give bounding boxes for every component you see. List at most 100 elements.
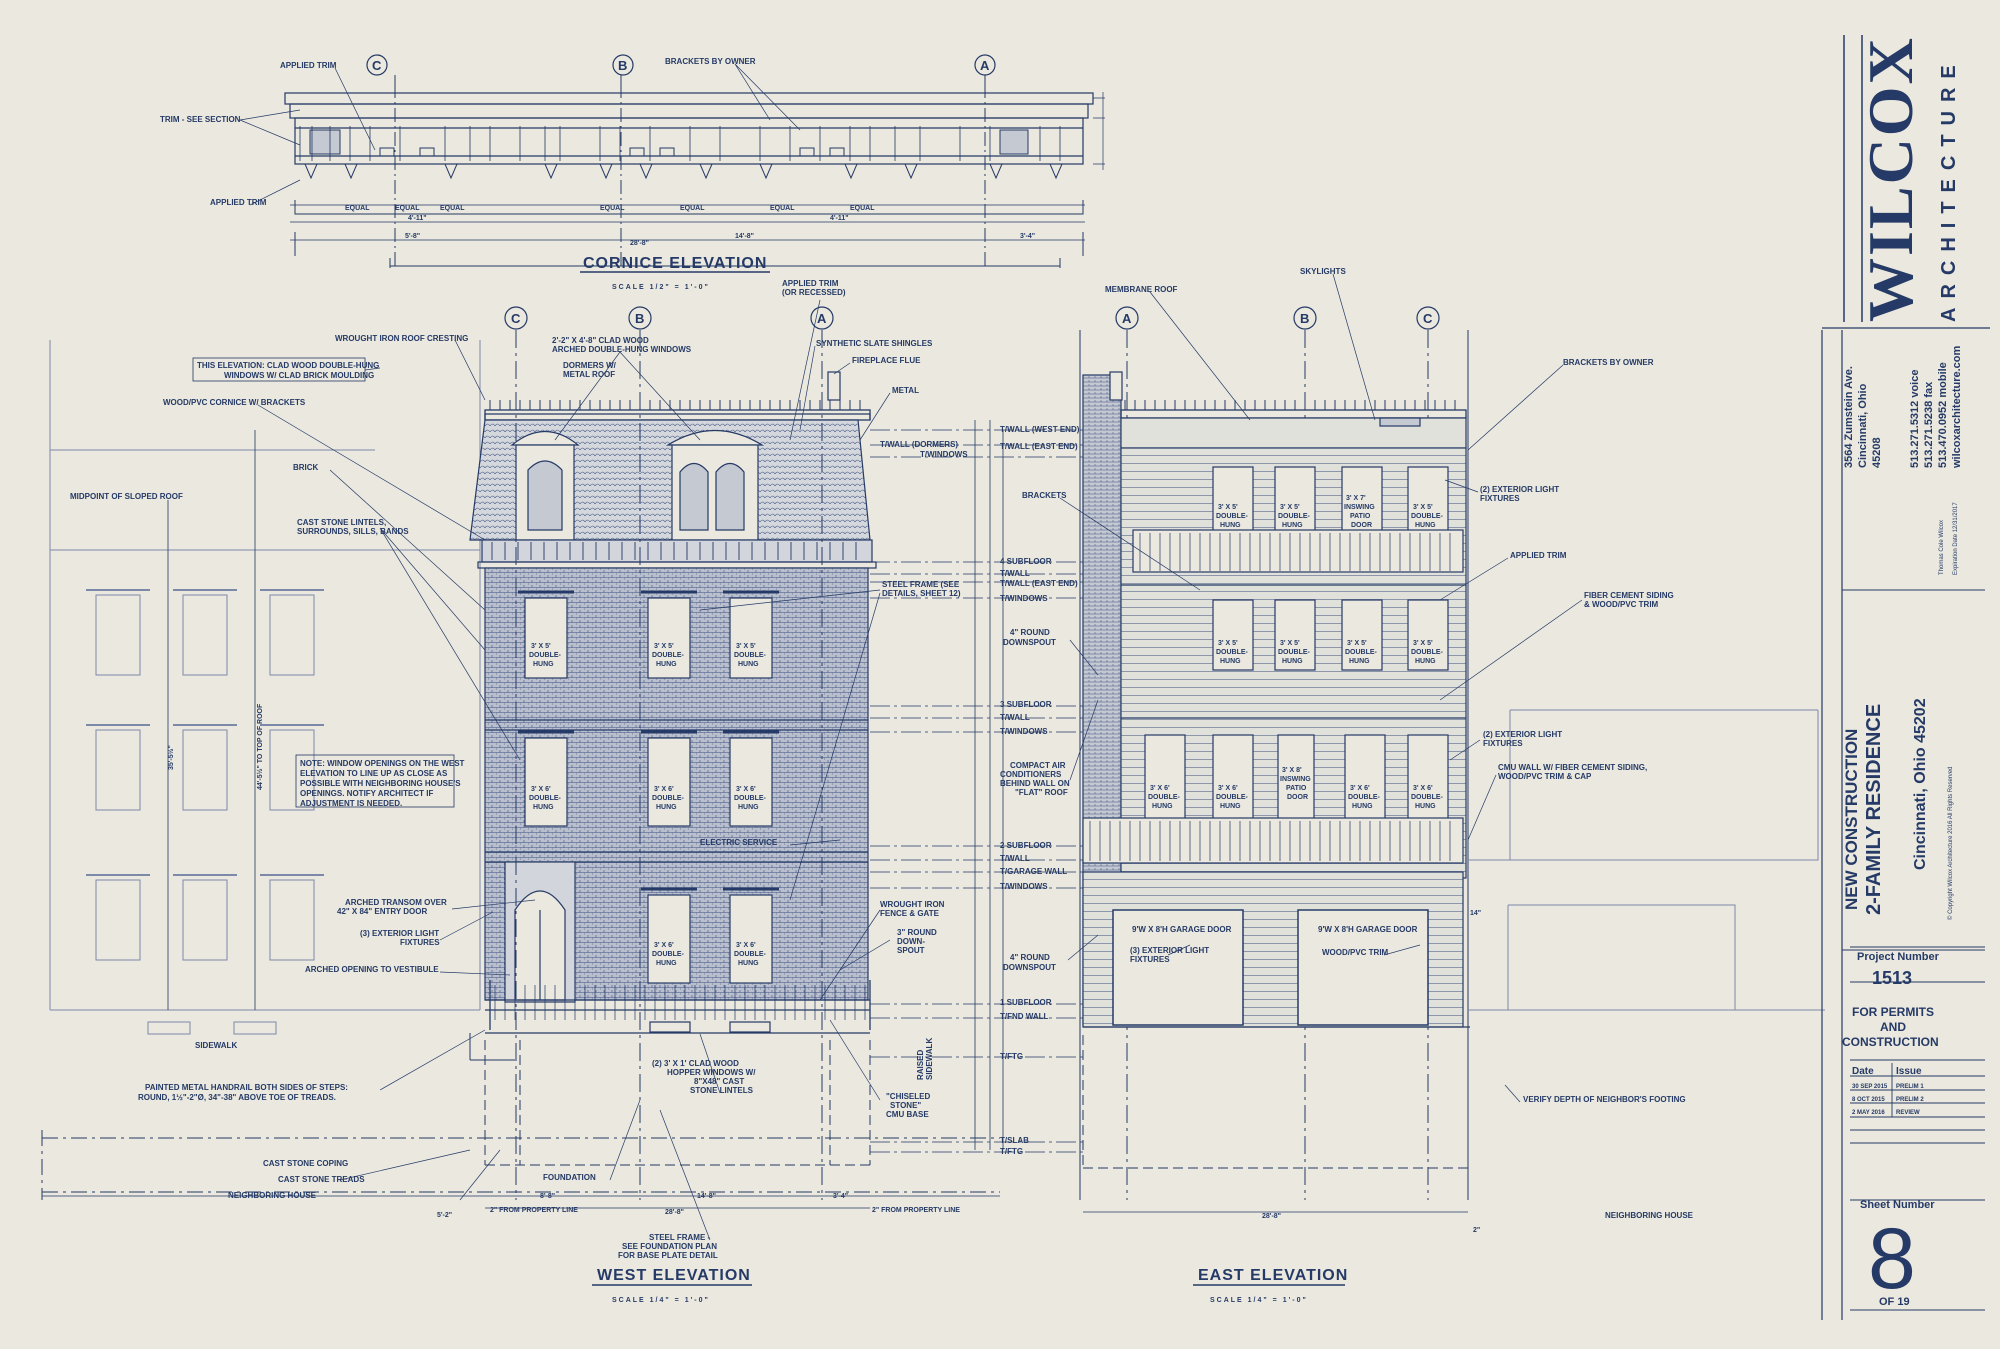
svg-text:DOOR: DOOR: [1287, 794, 1308, 801]
cornice-dim-mid: 14'-8": [735, 233, 754, 240]
svg-text:T/GARAGE WALL: T/GARAGE WALL: [1000, 867, 1067, 876]
svg-text:3' X 6': 3' X 6': [1413, 785, 1433, 792]
cornice-dim-total: 28'-8": [630, 240, 649, 247]
west-note-fence-1: WROUGHT IRON: [880, 900, 945, 909]
west-note-hopper-1: (2) 3' X 1' CLAD WOOD: [652, 1059, 739, 1068]
svg-text:HUNG: HUNG: [1349, 658, 1370, 665]
svg-text:HUNG: HUNG: [1352, 803, 1373, 810]
svg-text:3' X 5': 3' X 5': [1280, 504, 1300, 511]
svg-text:T/WINDOWS: T/WINDOWS: [1000, 727, 1048, 736]
svg-text:HUNG: HUNG: [738, 960, 759, 967]
svg-text:3' X 5': 3' X 5': [1347, 640, 1367, 647]
west-note-transom-1: ARCHED TRANSOM OVER: [345, 898, 447, 907]
svg-text:PATIO: PATIO: [1350, 513, 1371, 520]
svg-text:3' X 6': 3' X 6': [1350, 785, 1370, 792]
cornice-dim-equal-5: EQUAL: [680, 205, 705, 212]
svg-text:DOUBLE-: DOUBLE-: [1216, 513, 1249, 520]
east-note-light-4: FIXTURES: [1483, 739, 1523, 748]
west-grid-b: B: [635, 311, 644, 326]
west-note-lintels-1: CAST STONE LINTELS,: [297, 518, 386, 527]
cornice-grid-a: A: [980, 58, 990, 73]
west-dim-2prop-r: 2" FROM PROPERTY LINE: [872, 1207, 960, 1214]
west-elevation: [41, 306, 1000, 1209]
svg-text:HUNG: HUNG: [533, 804, 554, 811]
svg-text:HUNG: HUNG: [656, 960, 677, 967]
west-note-line-3: POSSIBLE WITH NEIGHBORING HOUSE'S: [300, 779, 461, 788]
west-note-light-1: (3) EXTERIOR LIGHT: [360, 929, 439, 938]
east-note-neighbor: NEIGHBORING HOUSE: [1605, 1211, 1694, 1220]
east-note-fiber-1: FIBER CEMENT SIDING: [1584, 591, 1674, 600]
svg-text:3' X 5': 3' X 5': [1413, 640, 1433, 647]
east-grid-c: C: [1423, 311, 1433, 326]
svg-text:DOOR: DOOR: [1351, 522, 1372, 529]
west-note-handrail-2: ROUND, 1½"-2"Ø, 34"-38" ABOVE TOE OF TRE…: [138, 1093, 336, 1102]
west-note-clad-1: 2'-2" X 4'-8" CLAD WOOD: [552, 336, 649, 345]
west-note-downspout-3: SPOUT: [897, 946, 925, 955]
west-entry-door: [504, 861, 576, 1003]
svg-text:3' X 5': 3' X 5': [736, 643, 756, 650]
svg-text:PRELIM 1: PRELIM 1: [1896, 1084, 1924, 1090]
svg-text:HUNG: HUNG: [1282, 522, 1303, 529]
svg-text:DOUBLE-: DOUBLE-: [734, 652, 767, 659]
east-note-light-1: (2) EXTERIOR LIGHT: [1480, 485, 1559, 494]
east-grid-b: B: [1300, 311, 1309, 326]
svg-text:T/WINDOWS: T/WINDOWS: [1000, 594, 1048, 603]
east-dim-288: 28'-8": [1262, 1213, 1281, 1220]
west-note-coping: CAST STONE COPING: [263, 1159, 348, 1168]
svg-text:Date: Date: [1852, 1066, 1874, 1077]
west-note-trim-1: APPLIED TRIM: [782, 279, 839, 288]
svg-text:DOUBLE-: DOUBLE-: [1216, 794, 1249, 801]
west-note-cresting: WROUGHT IRON ROOF CRESTING: [335, 334, 468, 343]
project-number: 1513: [1872, 968, 1912, 988]
svg-text:513.470.0952 mobile: 513.470.0952 mobile: [1937, 362, 1949, 468]
west-note-steel-1: STEEL FRAME (SEE: [882, 580, 960, 589]
svg-text:HUNG: HUNG: [1415, 658, 1436, 665]
svg-text:Thomas Cole Wilcox: Thomas Cole Wilcox: [1939, 520, 1945, 575]
east-note-fiber-2: & WOOD/PVC TRIM: [1584, 600, 1659, 609]
cornice-note-applied-trim-top: APPLIED TRIM: [280, 61, 337, 70]
svg-text:T/FTG: T/FTG: [1000, 1147, 1023, 1156]
east-grid-a: A: [1122, 311, 1132, 326]
cornice-scale: SCALE 1/2" = 1'-0": [612, 284, 710, 291]
svg-text:3' X 5': 3' X 5': [531, 643, 551, 650]
west-dim-355: 35'-5½": [167, 745, 175, 770]
west-note-steelf-3: FOR BASE PLATE DETAIL: [618, 1251, 718, 1260]
cornice-grid-c: C: [372, 58, 382, 73]
svg-text:4 SUBFLOOR: 4 SUBFLOOR: [1000, 557, 1052, 566]
svg-text:HUNG: HUNG: [738, 804, 759, 811]
project-location: Cincinnati, Ohio 45202: [1912, 698, 1929, 870]
sheet-number: 8: [1868, 1211, 1916, 1307]
svg-text:FOR PERMITS: FOR PERMITS: [1852, 1005, 1934, 1019]
west-note-hopper-4: STONE LINTELS: [690, 1086, 754, 1095]
svg-text:30 SEP 2015: 30 SEP 2015: [1852, 1084, 1888, 1090]
east-note-compact-4: "FLAT" ROOF: [1015, 788, 1068, 797]
cornice-elevation: [284, 54, 1105, 268]
svg-text:2 MAY 2016: 2 MAY 2016: [1852, 1110, 1885, 1116]
svg-text:DOUBLE-: DOUBLE-: [1148, 794, 1181, 801]
west-dim-148: 14'-8": [697, 1193, 716, 1200]
east-note-brackets: BRACKETS: [1022, 491, 1067, 500]
svg-text:3' X 6': 3' X 6': [736, 942, 756, 949]
svg-text:3' X 7': 3' X 7': [1346, 495, 1366, 502]
west-note-foundation: FOUNDATION: [543, 1173, 596, 1182]
east-note-skylights: SKYLIGHTS: [1300, 267, 1346, 276]
cornice-dim-equal-3: EQUAL: [440, 205, 465, 212]
svg-text:3 SUBFLOOR: 3 SUBFLOOR: [1000, 700, 1052, 709]
west-note-cornice: WOOD/PVC CORNICE W/ BRACKETS: [163, 398, 306, 407]
west-dim-44: 44'-5½" TO TOP OF ROOF: [256, 703, 264, 790]
svg-text:HUNG: HUNG: [1152, 803, 1173, 810]
east-note-light-6: FIXTURES: [1130, 955, 1170, 964]
west-windows-3rd: [524, 737, 773, 827]
west-windows-2nd: [647, 894, 773, 984]
west-note-trim-2: (OR RECESSED): [782, 288, 846, 297]
cornice-dim-equal-2: EQUAL: [395, 205, 420, 212]
svg-text:DOUBLE-: DOUBLE-: [1411, 513, 1444, 520]
svg-text:45208: 45208: [1871, 437, 1883, 468]
svg-text:T/FTG: T/FTG: [1000, 1052, 1023, 1061]
svg-text:3' X 5': 3' X 5': [1218, 504, 1238, 511]
west-note-line-2: ELEVATION TO LINE UP AS CLOSE AS: [300, 769, 448, 778]
svg-text:Project Number: Project Number: [1857, 951, 1940, 963]
east-note-compact-3: BEHIND WALL ON: [1000, 779, 1070, 788]
east-note-light-5: (3) EXTERIOR LIGHT: [1130, 946, 1209, 955]
west-note-neighbor: NEIGHBORING HOUSE: [228, 1191, 317, 1200]
